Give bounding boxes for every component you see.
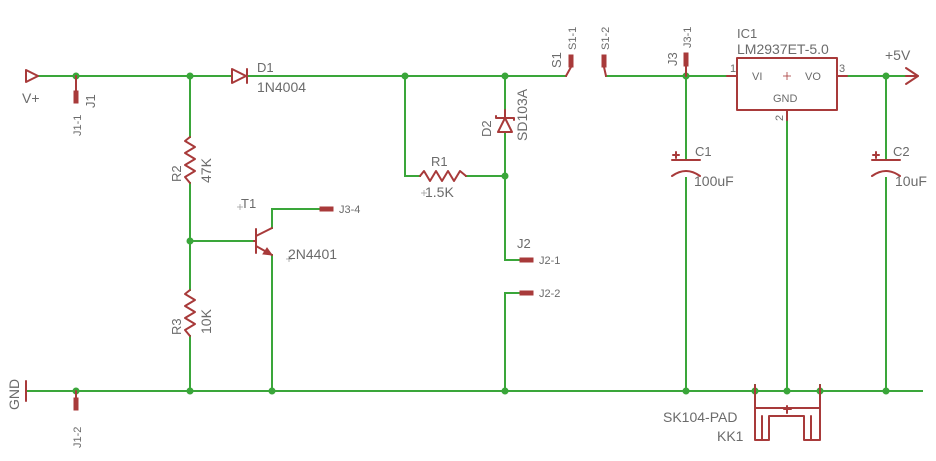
d2-name: D2: [479, 120, 494, 137]
c2-name: C2: [893, 144, 910, 159]
junction-dot: [882, 72, 890, 80]
ic1-pin-vo-label: VO: [805, 71, 821, 83]
kk1-value: SK104-PAD: [663, 409, 737, 425]
junction-dot: [401, 72, 409, 80]
resistor-r3: R3 10K: [169, 289, 214, 337]
t1-emitter-arrow-icon: [262, 247, 274, 256]
c2-plate-curved: [871, 170, 901, 177]
d1-name: D1: [257, 60, 274, 75]
j1-1-label: J1-1: [72, 115, 84, 136]
ic1-pin3-number: 3: [839, 63, 845, 75]
j3-1-label: J3-1: [682, 27, 694, 48]
ic1-pin2-number: 2: [774, 115, 786, 121]
j2-name: J2: [517, 236, 531, 251]
junction-dot: [186, 237, 194, 245]
junction-dot: [268, 387, 276, 395]
j3-4-label: J3-4: [339, 204, 360, 216]
junctions: [72, 72, 890, 395]
resistor-r2: R2 47K: [169, 136, 214, 184]
r2-zigzag-icon: [184, 136, 196, 184]
s1-1-pad: [568, 54, 574, 68]
s1-1-label: S1-1: [567, 27, 579, 50]
r3-name: R3: [169, 318, 184, 335]
d1-triangle-icon: [231, 68, 247, 84]
j3-4-pad: [319, 206, 334, 212]
capacitor-c1: C1 100uF: [671, 144, 734, 189]
capacitor-c2: C2 10uF: [871, 144, 927, 189]
r1-value: 1.5K: [425, 184, 454, 200]
wires: [25, 75, 923, 392]
ic1-pin1-number: 1: [730, 63, 736, 75]
connector-j3: J3 J3-1: [665, 27, 694, 77]
j2-1-pad: [519, 257, 534, 263]
j1-2-pad: [73, 397, 79, 411]
vplus-arrow-icon: [25, 69, 39, 83]
heatsink-kk1: SK104-PAD KK1: [663, 384, 821, 444]
j3-1-pad: [683, 52, 689, 67]
junction-dot: [501, 72, 509, 80]
kk1-outline-icon: [754, 384, 821, 441]
vplus-label: V+: [22, 90, 40, 106]
diode-d1: D1 1N4004: [231, 60, 306, 95]
t1-value: 2N4401: [288, 246, 337, 262]
r2-name: R2: [169, 165, 184, 182]
j1-2-label: J1-2: [72, 427, 84, 448]
plus5v-label: +5V: [885, 47, 911, 63]
ic1-pin-vi-label: VI: [752, 71, 762, 83]
c1-plate-curved: [671, 170, 701, 177]
r3-value: 10K: [198, 308, 214, 334]
plus5v-supply: +5V: [885, 47, 919, 85]
r3-zigzag-icon: [184, 289, 196, 337]
ic1-name: IC1: [737, 26, 757, 41]
connector-j2: J2 J2-1 J2-2: [517, 236, 560, 300]
junction-dot: [501, 172, 509, 180]
d2-triangle-icon: [497, 117, 513, 133]
junction-dot: [882, 387, 890, 395]
junction-dot: [186, 72, 194, 80]
t1-name: T1: [241, 196, 256, 211]
transistor-t1: T1 2N4401: [237, 196, 337, 262]
j1-name: J1: [83, 94, 98, 108]
gnd-supply: GND: [6, 379, 27, 410]
t1-collector-lead: [255, 227, 273, 237]
s1-2-pad: [601, 54, 607, 68]
s1-1-stub: [565, 66, 572, 77]
j2-2-label: J2-2: [539, 288, 560, 300]
r1-zigzag-icon: [419, 170, 467, 182]
kk1-name: KK1: [717, 428, 744, 444]
vplus-supply: V+: [22, 69, 40, 106]
junction-dot: [682, 387, 690, 395]
switch-s1: S1 S1-1 S1-2: [549, 27, 612, 77]
junction-dot: [783, 387, 791, 395]
d2-value: SD103A: [514, 88, 530, 141]
connector-j3-4: J3-4: [319, 204, 360, 216]
j1-1-pad: [73, 90, 79, 104]
j2-2-pad: [519, 290, 534, 296]
j2-1-label: J2-1: [539, 255, 560, 267]
j3-name: J3: [665, 52, 680, 66]
ic1-value: LM2937ET-5.0: [737, 41, 829, 57]
r2-value: 47K: [198, 157, 214, 183]
gnd-label: GND: [6, 379, 22, 410]
ic1-pin-gnd-label: GND: [773, 93, 798, 105]
s1-name: S1: [549, 52, 564, 68]
s1-2-label: S1-2: [600, 27, 612, 50]
resistor-r1: R1 1.5K: [419, 154, 467, 200]
junction-dot: [501, 387, 509, 395]
c1-value: 100uF: [694, 173, 734, 189]
r1-name: R1: [431, 154, 448, 169]
c2-value: 10uF: [895, 173, 927, 189]
regulator-ic1: IC1 LM2937ET-5.0 VI VO GND 1 3 2: [726, 26, 848, 121]
diode-d2: D2 SD103A: [479, 88, 530, 141]
connector-j1: J1-1 J1 J1-2: [72, 75, 98, 448]
c1-name: C1: [695, 144, 712, 159]
junction-dot: [186, 387, 194, 395]
s1-2-stub: [603, 66, 607, 77]
d1-value: 1N4004: [257, 79, 306, 95]
